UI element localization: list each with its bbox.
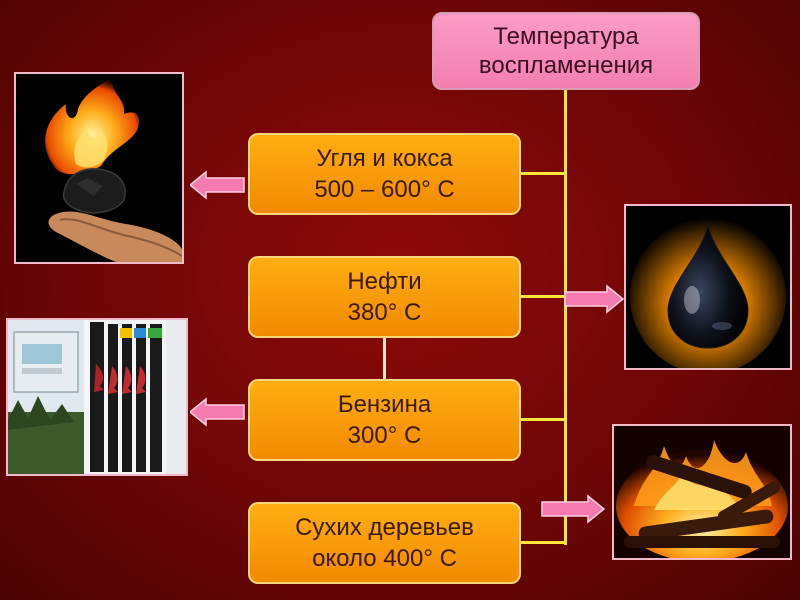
oil-box: Нефти 380° С bbox=[248, 256, 521, 338]
branch-line-gasoline bbox=[520, 418, 566, 421]
gasoline-box: Бензина 300° С bbox=[248, 379, 521, 461]
branch-line-oil bbox=[520, 295, 566, 298]
coal-label: Угля и кокса bbox=[316, 143, 452, 174]
oil-label: Нефти bbox=[347, 266, 421, 297]
coal-value: 500 – 600° С bbox=[314, 174, 454, 205]
campfire-photo bbox=[612, 424, 792, 560]
oil-value: 380° С bbox=[348, 297, 422, 328]
wood-value: около 400° С bbox=[312, 543, 457, 574]
oil-drop-photo bbox=[624, 204, 792, 370]
wood-box: Сухих деревьев около 400° С bbox=[248, 502, 521, 584]
title-box: Температура воспламенения bbox=[432, 12, 700, 90]
title-line-2: воспламенения bbox=[479, 51, 653, 80]
branch-line-coal bbox=[520, 172, 566, 175]
coal-in-flames-photo bbox=[14, 72, 184, 264]
gasoline-value: 300° С bbox=[348, 420, 422, 451]
title-line-1: Температура bbox=[493, 22, 638, 51]
wood-label: Сухих деревьев bbox=[295, 512, 474, 543]
gasoline-label: Бензина bbox=[338, 389, 431, 420]
arrow-right-oil bbox=[563, 284, 625, 314]
trunk-line bbox=[564, 90, 567, 545]
arrow-left-gasoline bbox=[190, 397, 246, 427]
connector-oil-gasoline bbox=[383, 338, 386, 380]
arrow-right-wood bbox=[540, 494, 606, 524]
branch-line-wood bbox=[520, 541, 566, 544]
arrow-left-coal bbox=[190, 170, 246, 200]
gas-pump-photo bbox=[6, 318, 188, 476]
coal-box: Угля и кокса 500 – 600° С bbox=[248, 133, 521, 215]
